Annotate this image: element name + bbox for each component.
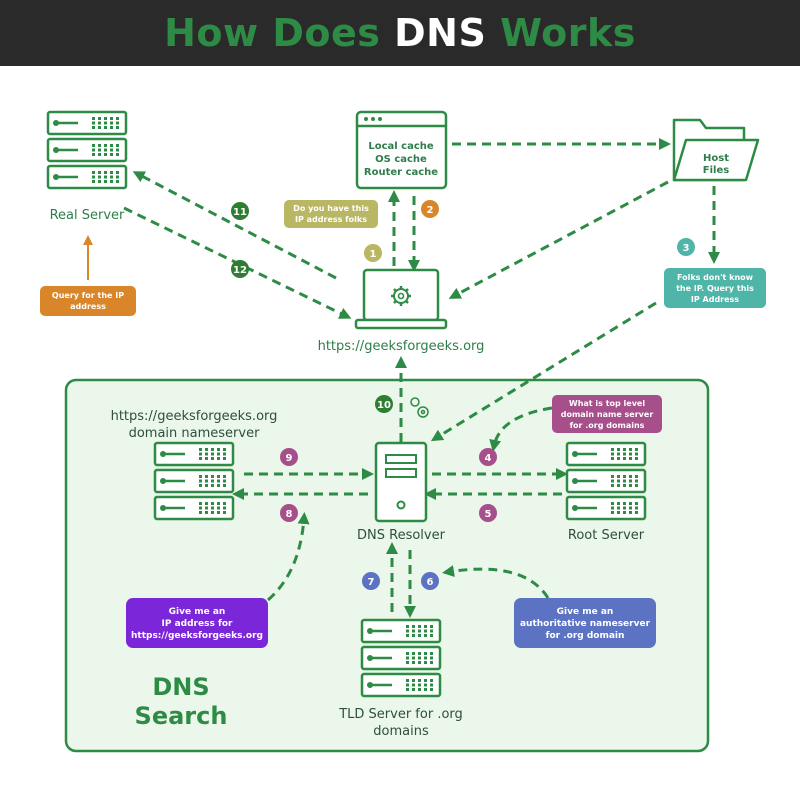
title-part-2: DNS — [394, 11, 487, 55]
give-ip-note — [126, 598, 268, 648]
give-ip-line-3: https://geeksforgeeks.org — [131, 631, 263, 641]
step-badge-3: 3 — [677, 238, 695, 256]
do-you-have-line-1: Do you have this — [293, 204, 369, 213]
do-you-have-line-2: IP address folks — [295, 215, 367, 224]
page-title: How Does DNS Works — [164, 11, 636, 55]
nameserver-icon — [155, 443, 233, 519]
tld-label-line-1: TLD Server for .org — [338, 707, 463, 722]
dns-search-line-1: DNS — [152, 673, 209, 701]
tld-label-line-2: domains — [373, 724, 429, 739]
top-level-note — [552, 395, 662, 433]
step-number-12: 12 — [233, 265, 247, 276]
step-number-7: 7 — [368, 577, 375, 588]
real-server-icon — [48, 112, 126, 188]
give-auth-line-3: for .org domain — [546, 631, 625, 641]
query-note-line-2: address — [70, 302, 106, 311]
cache-line-1: Local cache — [368, 141, 434, 152]
host-files-line-2: Files — [703, 165, 729, 176]
top-level-line-2: domain name server — [561, 410, 654, 419]
folks-line-2: the IP. Query this — [676, 284, 754, 293]
top-level-line-3: for .org domains — [570, 421, 645, 430]
step-number-5: 5 — [485, 509, 492, 520]
folder-icon — [672, 118, 760, 182]
step-badge-5: 5 — [479, 504, 497, 522]
cache-line-3: Router cache — [364, 167, 438, 178]
root-server-label: Root Server — [568, 528, 645, 543]
dns-diagram: Real Server Local cache OS cache Router … — [40, 110, 766, 753]
client-url-label: https://geeksforgeeks.org — [318, 339, 485, 354]
nameserver-label-line-2: domain nameserver — [129, 426, 260, 441]
tld-server-icon — [362, 620, 440, 696]
resolver-tower-icon — [374, 441, 428, 523]
step-number-4: 4 — [485, 453, 492, 464]
step-badge-1: 1 — [364, 244, 382, 262]
host-files-line-1: Host — [703, 153, 729, 164]
gear-icon — [391, 286, 411, 306]
top-level-line-1: What is top level — [569, 399, 645, 408]
arrow-give-ip-note — [267, 512, 310, 602]
give-ip-line-1: Give me an — [169, 607, 226, 617]
laptop-icon — [354, 268, 448, 330]
title-part-3: Works — [486, 11, 636, 55]
give-auth-line-1: Give me an — [557, 607, 614, 617]
dns-search-line-2: Search — [135, 702, 228, 730]
step-number-10: 10 — [377, 400, 391, 411]
step-number-8: 8 — [286, 509, 293, 520]
folks-line-1: Folks don't know — [677, 273, 754, 282]
step-number-2: 2 — [427, 205, 434, 216]
query-note-line-1: Query for the IP — [52, 291, 124, 300]
step-number-9: 9 — [286, 453, 293, 464]
folks-dont-know-note — [664, 268, 766, 308]
step-badge-10: 10 — [375, 395, 393, 413]
root-server-icon — [567, 443, 645, 519]
step-badge-12: 12 — [231, 260, 249, 278]
do-you-have-note — [284, 200, 378, 228]
cache-window-icon — [355, 110, 448, 190]
header-bar: How Does DNS Works — [0, 0, 800, 66]
cache-line-2: OS cache — [375, 154, 427, 165]
title-part-1: How Does — [164, 11, 395, 55]
arrow-to-resolver — [430, 301, 657, 442]
step-badge-11: 11 — [231, 202, 249, 220]
step-number-6: 6 — [427, 577, 434, 588]
step-badge-4: 4 — [479, 448, 497, 466]
query-note — [40, 286, 136, 316]
step-badge-8: 8 — [280, 504, 298, 522]
flow-arrows — [123, 138, 720, 618]
resolver-label: DNS Resolver — [357, 528, 446, 543]
step-number-3: 3 — [683, 243, 690, 254]
step-badge-2: 2 — [421, 200, 439, 218]
nameserver-label-line-1: https://geeksforgeeks.org — [111, 409, 278, 424]
give-ip-line-2: IP address for — [162, 619, 234, 629]
step-badge-6: 6 — [421, 572, 439, 590]
arrow-top-level-note — [489, 406, 553, 452]
folks-line-3: IP Address — [691, 295, 739, 304]
step-number-11: 11 — [233, 207, 247, 218]
arrow-step-11 — [132, 171, 337, 280]
give-auth-note — [514, 598, 656, 648]
give-auth-line-2: authoritative nameserver — [520, 619, 651, 629]
step-number-1: 1 — [370, 249, 377, 260]
real-server-label: Real Server — [50, 208, 125, 223]
gears-icon — [410, 397, 429, 418]
arrow-give-auth-note — [442, 565, 550, 599]
step-badge-7: 7 — [362, 572, 380, 590]
step-badge-9: 9 — [280, 448, 298, 466]
arrow-host-to-client — [448, 180, 669, 299]
